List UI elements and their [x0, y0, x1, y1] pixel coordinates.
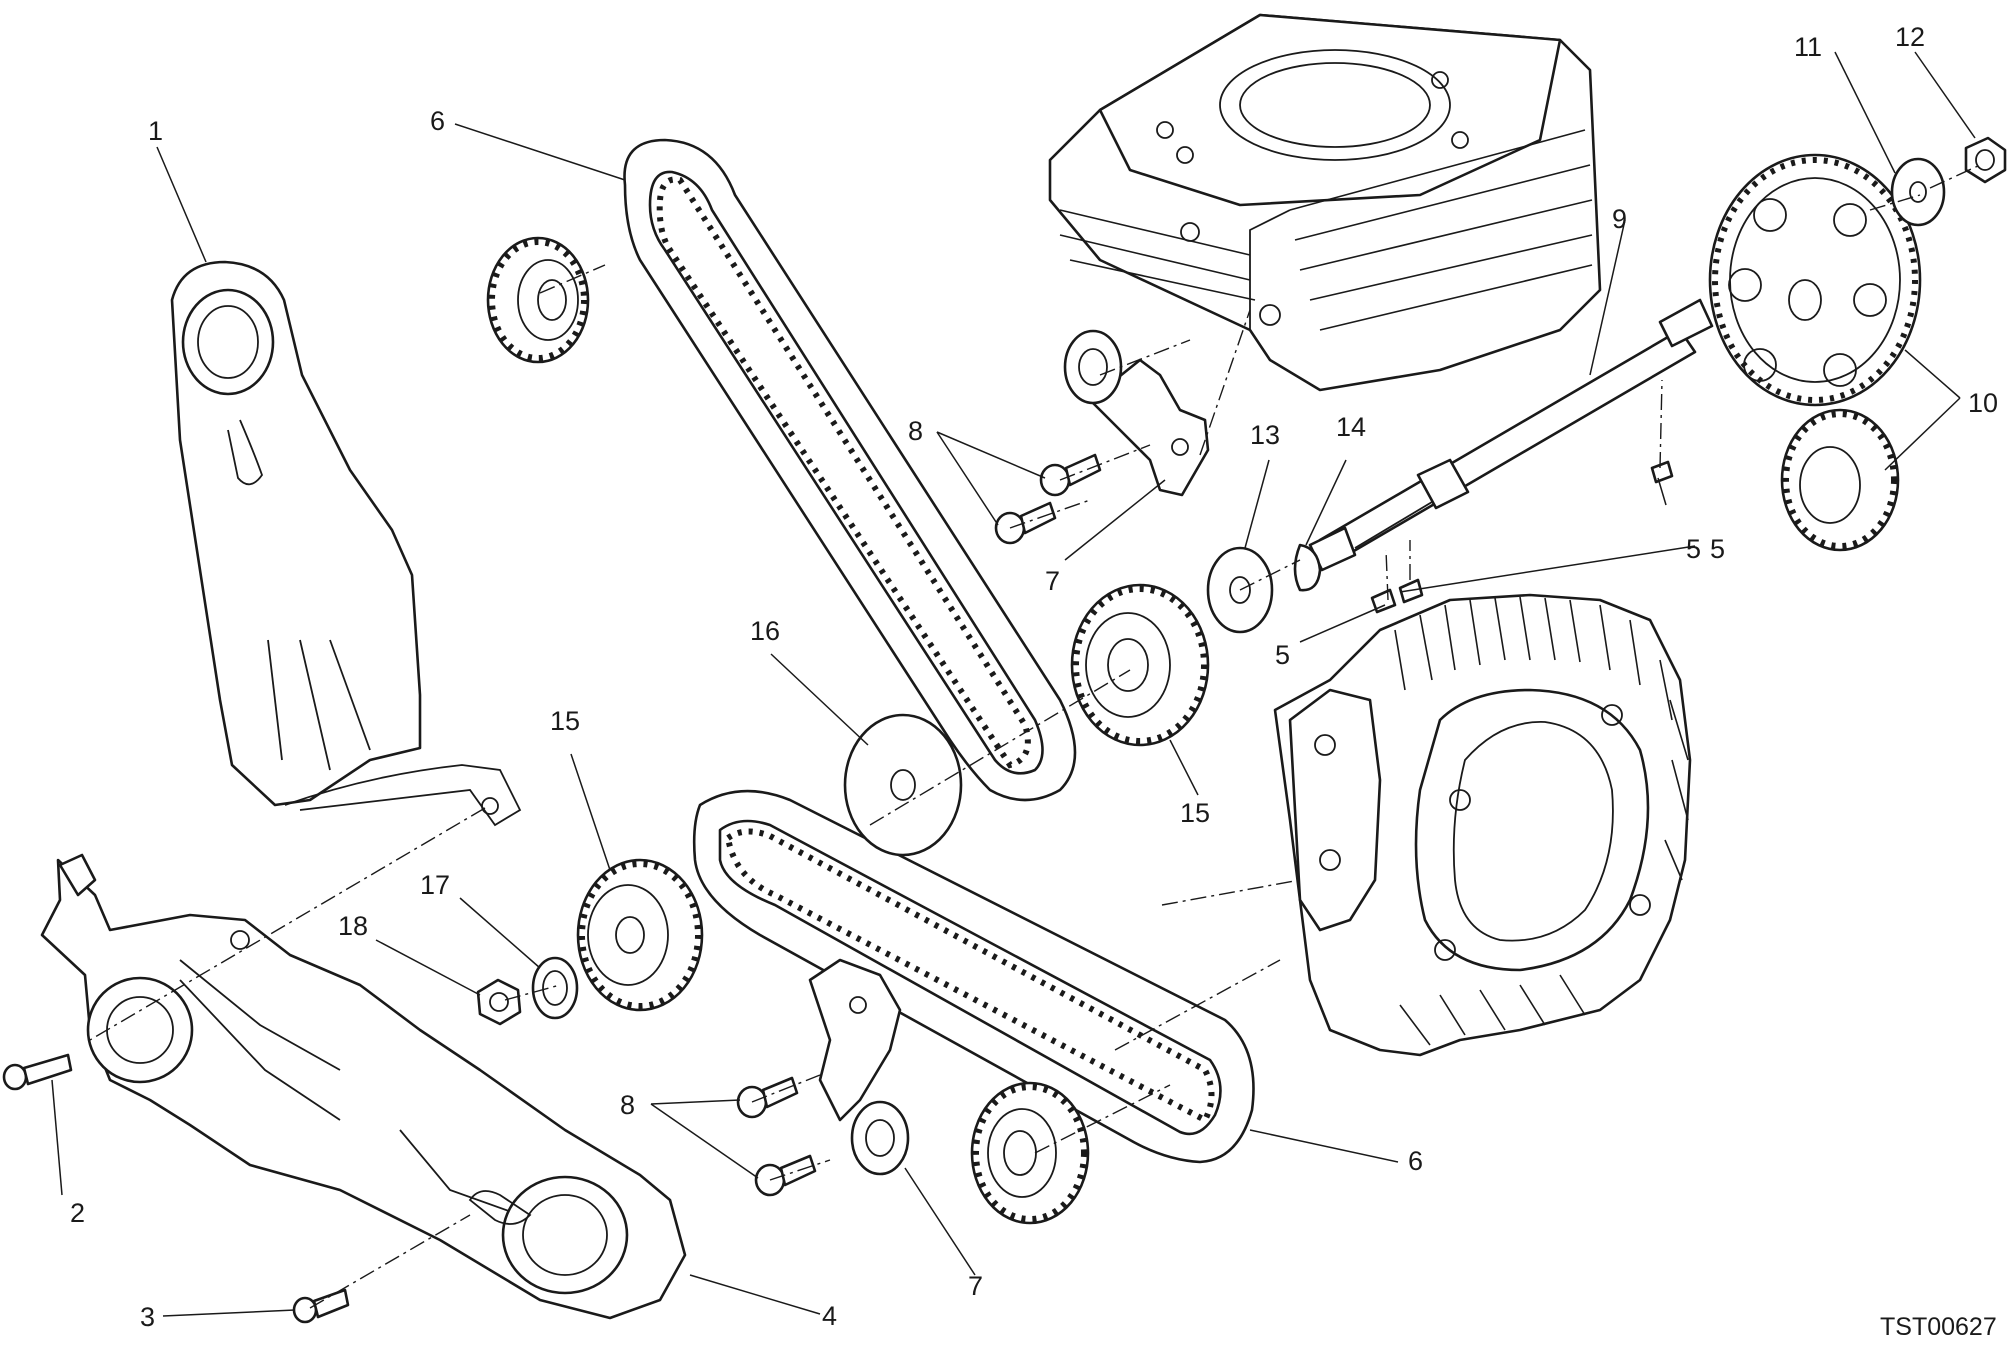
- callout-15-lower: 15: [550, 706, 580, 736]
- upper-belt-cover: [170, 260, 522, 827]
- nut-18: [476, 978, 522, 1026]
- gear-large: [1708, 153, 1922, 407]
- callout-6-upper: 6: [430, 106, 445, 136]
- leader-lines: [51, 51, 1976, 1317]
- pulley-bottom: [970, 1081, 1090, 1225]
- callout-3: 3: [140, 1302, 155, 1332]
- callout-5-right-bottom: 5: [1710, 534, 1725, 564]
- washer-11: [1890, 157, 1946, 227]
- tensioner-lower: [808, 958, 910, 1176]
- drawing-reference: TST00627: [1880, 1313, 1997, 1341]
- callout-8-lower: 8: [620, 1090, 635, 1120]
- callout-labels: 1 2 3 4 5 5 5 6 6 7 7 8 8 9 10 11 12 13 …: [70, 22, 1998, 1332]
- callout-15-upper: 15: [1180, 798, 1210, 828]
- callout-7-upper: 7: [1045, 566, 1060, 596]
- nut-12: [1964, 136, 2007, 184]
- spacer-17: [531, 956, 579, 1020]
- callout-5-right-top: 5: [1686, 534, 1701, 564]
- washer-16: [843, 713, 963, 857]
- pulley-upper-left: [486, 236, 590, 364]
- callout-7-lower: 7: [968, 1271, 983, 1301]
- circlip-14: [1293, 543, 1322, 592]
- callout-11: 11: [1794, 32, 1822, 62]
- cylinder-lower: [1273, 593, 1692, 1057]
- callout-10: 10: [1968, 388, 1998, 418]
- callout-18: 18: [338, 911, 368, 941]
- timing-pulley-lower: [576, 858, 704, 1012]
- callout-14: 14: [1336, 412, 1366, 442]
- upper-timing-belt: [623, 138, 1077, 802]
- cylinder-upper: [1048, 13, 1602, 392]
- callout-16: 16: [750, 616, 780, 646]
- callout-13: 13: [1250, 420, 1280, 450]
- camshaft: [1308, 298, 1714, 572]
- screw-3: [292, 1288, 350, 1324]
- callout-6-lower: 6: [1408, 1146, 1423, 1176]
- assembly-axes: [89, 164, 1981, 1309]
- screw-2: [2, 1053, 73, 1091]
- callout-12: 12: [1895, 22, 1925, 52]
- screws-8-upper: [994, 453, 1102, 545]
- callout-4: 4: [822, 1301, 837, 1331]
- callout-1: 1: [148, 116, 163, 146]
- callout-2: 2: [70, 1198, 85, 1228]
- gear-small: [1780, 408, 1900, 552]
- callout-5-left: 5: [1275, 640, 1290, 670]
- timing-pulley-upper: [1070, 583, 1210, 747]
- callout-17: 17: [420, 870, 450, 900]
- lower-timing-belt: [692, 789, 1255, 1164]
- tensioner-upper: [1063, 329, 1210, 497]
- callout-9: 9: [1612, 204, 1627, 234]
- callout-8-upper: 8: [908, 416, 923, 446]
